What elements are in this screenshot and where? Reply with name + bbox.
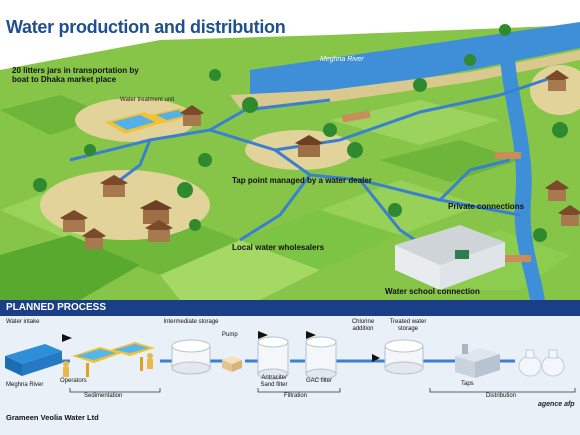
bridge <box>505 255 531 262</box>
bridge <box>495 152 521 159</box>
process-diagram <box>5 331 576 393</box>
process-banner: PLANNED PROCESS <box>0 300 580 316</box>
label-operators: Operators <box>60 378 87 384</box>
process-heading: PLANNED PROCESS <box>6 302 107 313</box>
label-distribution: Distribution <box>486 393 517 399</box>
label-intermediate-storage: Intermediate storage <box>163 319 219 325</box>
label-sedimentation: Sedimentation <box>84 393 123 399</box>
label-wholesalers: Local water wholesalers <box>232 243 325 252</box>
operators <box>63 353 153 377</box>
meghna-river <box>250 22 580 100</box>
process-panel: Water intake Meghna River Operators Sedi… <box>0 316 580 435</box>
label-school: Water school connection <box>385 287 480 296</box>
label-tap-point: Tap point managed by a water dealer <box>232 176 372 185</box>
school <box>395 225 505 290</box>
label-pump: Pump <box>222 332 238 338</box>
river-label: Meghna River <box>320 56 364 63</box>
label-treated-storage: Treated water storage <box>389 319 427 332</box>
label-jars: 20 litters jars in transportation by boa… <box>12 66 139 84</box>
label-filtration: Filtration <box>284 393 308 399</box>
label-water-intake: Water intake <box>6 319 40 325</box>
agency-logo: agence afp <box>538 401 575 408</box>
intermediate-storage-tank <box>171 339 211 375</box>
water-jars <box>518 349 565 377</box>
anthracite-filter-tank <box>257 336 289 380</box>
taps-unit <box>455 344 500 378</box>
village-map <box>0 22 580 300</box>
label-private-connections: Private connections <box>448 202 525 211</box>
river-bank <box>230 50 580 108</box>
label-treatment-unit: Water treatment unit <box>120 97 175 103</box>
sedimentation-basins <box>72 342 155 377</box>
trees <box>33 24 568 242</box>
page-title: Water production and distribution <box>6 17 286 37</box>
label-gac: GAC filter <box>306 378 333 384</box>
label-taps: Taps <box>461 381 474 387</box>
treated-storage-tank <box>384 339 424 375</box>
label-meghna-river: Meghna River <box>6 382 44 388</box>
stage-brackets <box>69 388 576 393</box>
pump-box <box>222 356 242 372</box>
label-chlorine: Chlorine addition <box>351 319 375 332</box>
houses <box>60 70 580 249</box>
flow-arrows <box>62 331 380 362</box>
side-river <box>500 60 545 300</box>
company-credit: Grameen Veolia Water Ltd <box>6 413 99 422</box>
label-anthracite: Antracite/ Sand filter <box>260 375 288 388</box>
water-intake-tank <box>5 344 62 376</box>
bridge <box>341 110 371 123</box>
gac-filter-tank <box>305 336 337 380</box>
